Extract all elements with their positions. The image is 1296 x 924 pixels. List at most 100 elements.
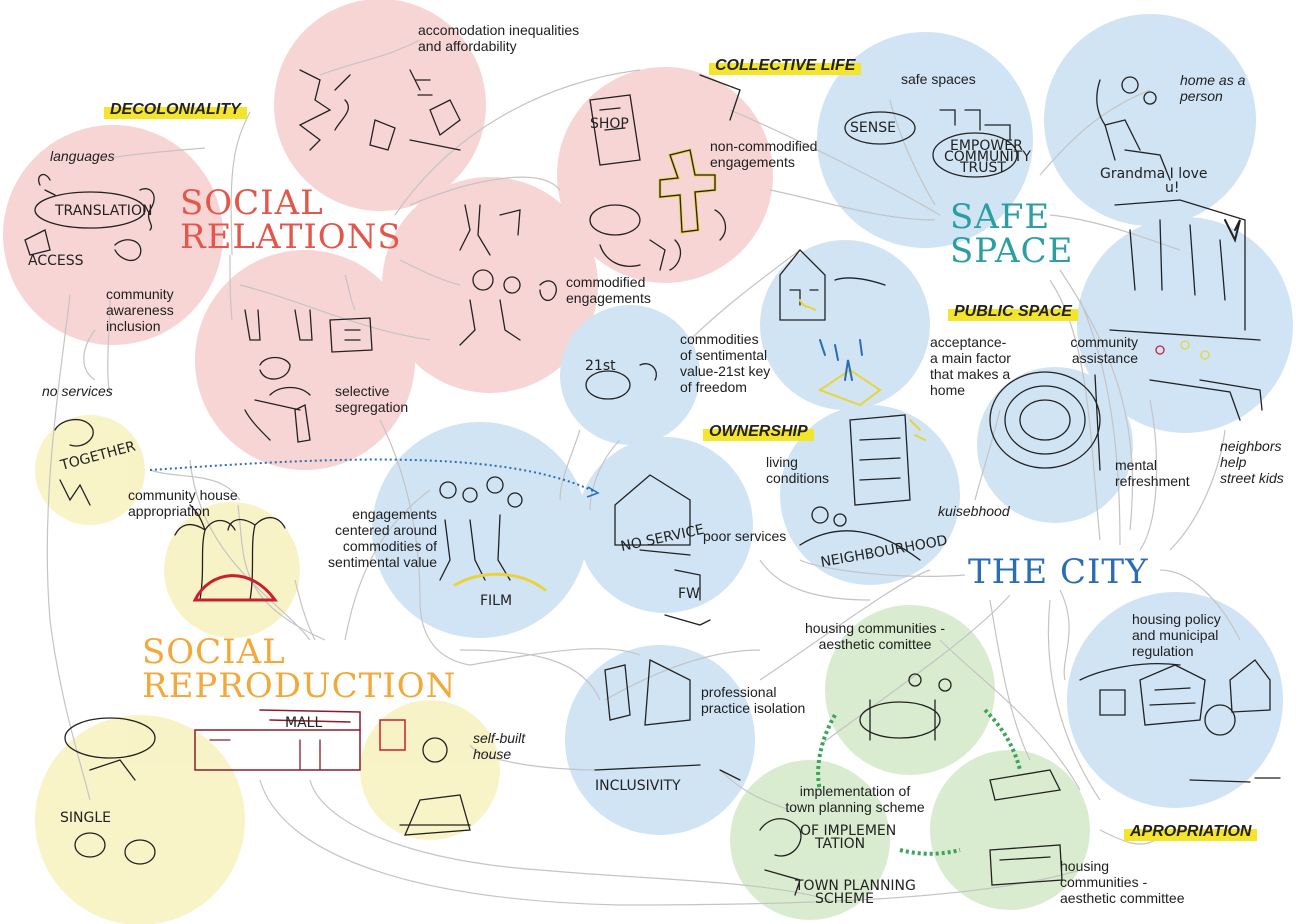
- sketch-word-single: SINGLE: [60, 810, 111, 826]
- label-community-house-line-1: community house: [128, 487, 238, 503]
- sketch-engagements: [439, 476, 547, 592]
- label-selective-segregation-line-2: segregation: [335, 399, 409, 415]
- label-housing-bottom: housing communities - aesthetic committe…: [1060, 858, 1185, 906]
- sketch-word-sense: SENSE: [850, 120, 896, 136]
- bubble-self-built: [360, 700, 500, 840]
- sketch-word-empower-3: TRUST: [959, 160, 1006, 176]
- label-commodities-sentimental: commodities of sentimental value-21st ke…: [680, 331, 770, 395]
- heading-social-reproduction-line-1: SOCIAL: [142, 632, 286, 672]
- label-acceptance-line-4: home: [930, 382, 966, 398]
- green-arcs: [816, 708, 1022, 856]
- sketch-no-services: [54, 418, 94, 506]
- sketch-word-21st: 21st: [585, 358, 616, 374]
- label-engagements-centered-line-3: commodities of: [342, 538, 437, 554]
- label-neighbors-line-2: help: [1220, 454, 1247, 470]
- sketch-word-film: FILM: [480, 593, 512, 609]
- sketch-collective: [589, 74, 741, 271]
- sketch-word-access: ACCESS: [28, 253, 84, 269]
- label-living-conditions: living conditions: [766, 454, 829, 486]
- sketch-housing-policy: [1079, 659, 1281, 783]
- heading-safe-space: SAFE SPACE: [950, 200, 1073, 268]
- label-professional-practice-line-2: practice isolation: [701, 700, 806, 716]
- label-housing-top-line-2: aesthetic comittee: [818, 636, 932, 652]
- sketch-word-mall: MALL: [285, 715, 322, 731]
- label-no-services: no services: [42, 383, 113, 399]
- label-community-awareness: community awareness inclusion: [106, 286, 174, 334]
- label-community-house: community house appropriation: [128, 487, 238, 519]
- sketch-word-inclusivity: INCLUSIVITY: [595, 778, 681, 794]
- connector-lines: [46, 39, 1241, 906]
- dotted-link-arrow: [586, 486, 600, 498]
- sketch-self-built: [379, 719, 471, 836]
- sketch-neighbors: [1109, 199, 1263, 421]
- bubble-selective: [195, 250, 415, 470]
- sketch-home-person: [1096, 76, 1171, 181]
- bubble-decoloniality: [3, 125, 223, 345]
- label-non-commodified: non-commodified engagements: [710, 138, 817, 170]
- sketch-accomodation: [298, 69, 461, 151]
- label-neighbors-line-3: street kids: [1220, 470, 1284, 486]
- label-implementation-line-1: implementation of: [799, 783, 911, 799]
- sketch-living: [799, 414, 926, 561]
- label-community-awareness-line-2: awareness: [106, 302, 174, 318]
- label-accomodation-line-1: accomodation inequalities: [418, 22, 580, 38]
- label-community-assistance: community assistance: [1050, 334, 1138, 366]
- heading-social-relations-line-2: RELATIONS: [180, 217, 402, 257]
- tag-ownership: OWNERSHIP: [703, 422, 814, 442]
- bubble-housing-bottom: [930, 750, 1090, 910]
- sketch-word-town-planning-2: SCHEME: [815, 891, 874, 907]
- sketch-word-implementation-1: OF IMPLEMEN: [800, 823, 896, 839]
- label-housing-policy: housing policy and municipal regulation: [1132, 611, 1221, 659]
- sketch-single: [64, 709, 361, 865]
- label-housing-policy-line-3: regulation: [1132, 643, 1194, 659]
- sketch-word-grandma-2: u!: [1165, 180, 1180, 196]
- heading-social-reproduction-line-2: REPRODUCTION: [142, 666, 457, 706]
- bubble-living: [780, 405, 960, 585]
- bubble-neighbors: [1077, 217, 1293, 433]
- sketch-housing-top: [859, 673, 952, 741]
- label-housing-top-line-1: housing communities -: [804, 620, 946, 636]
- label-poor-services: poor services: [703, 528, 787, 544]
- bubble-poor-services: [577, 437, 753, 613]
- label-acceptance: acceptance- a main factor that makes a h…: [930, 334, 1011, 398]
- sketch-word-grandma-1: Grandma I love: [1100, 166, 1208, 182]
- label-engagements-centered: engagements centered around commodities …: [300, 506, 437, 570]
- bubble-implementation: [730, 760, 890, 920]
- sketch-implementation: [759, 818, 802, 896]
- label-self-built-line-2: house: [473, 746, 512, 762]
- bubble-mental: [977, 367, 1133, 523]
- label-self-built: self-built house: [473, 730, 525, 762]
- bubble-acceptance: [760, 240, 930, 410]
- sketch-word-implementation-2: TATION: [814, 836, 865, 852]
- bubbles: [3, 0, 1293, 924]
- label-housing-bottom-line-1: housing: [1060, 858, 1110, 874]
- label-community-awareness-line-3: inclusion: [106, 318, 161, 334]
- label-non-commodified-line-1: non-commodified: [710, 138, 818, 154]
- sketch-word-fw: FW: [678, 586, 700, 602]
- sketch-professional: [594, 658, 741, 781]
- bubble-collective-life: [557, 67, 773, 283]
- sketch-translation: [24, 173, 155, 262]
- sketch-word-empower-1: EMPOWER: [950, 138, 1023, 154]
- bubble-housing-policy: [1067, 592, 1283, 808]
- bubble-community-house: [164, 502, 300, 638]
- sketch-community-house: [174, 504, 286, 602]
- sketch-commodities: [585, 363, 657, 400]
- sketch-safe-spaces: [844, 109, 1018, 178]
- label-accomodation: accomodation inequalities and affordabil…: [418, 22, 579, 54]
- label-selective-segregation: selective segregation: [335, 383, 408, 415]
- bubble-no-services: [35, 415, 145, 525]
- tag-decoloniality: DECOLONIALITY: [104, 100, 247, 120]
- bubble-accomodation: [274, 0, 486, 211]
- label-housing-policy-line-2: and municipal: [1132, 627, 1219, 643]
- heading-social-relations: SOCIAL RELATIONS: [180, 186, 402, 254]
- sketch-selective: [244, 309, 373, 443]
- tag-apropriation: APROPRIATION: [1124, 822, 1258, 842]
- label-accomodation-line-2: and affordability: [418, 38, 517, 54]
- label-non-commodified-line-2: engagements: [710, 154, 795, 170]
- label-professional-practice: professional practice isolation: [701, 684, 805, 716]
- label-implementation-line-2: town planning scheme: [785, 799, 925, 815]
- heading-safe-space-line-2: SPACE: [950, 231, 1074, 271]
- sketch-word-town-planning-1: TOWN PLANNING: [794, 878, 916, 894]
